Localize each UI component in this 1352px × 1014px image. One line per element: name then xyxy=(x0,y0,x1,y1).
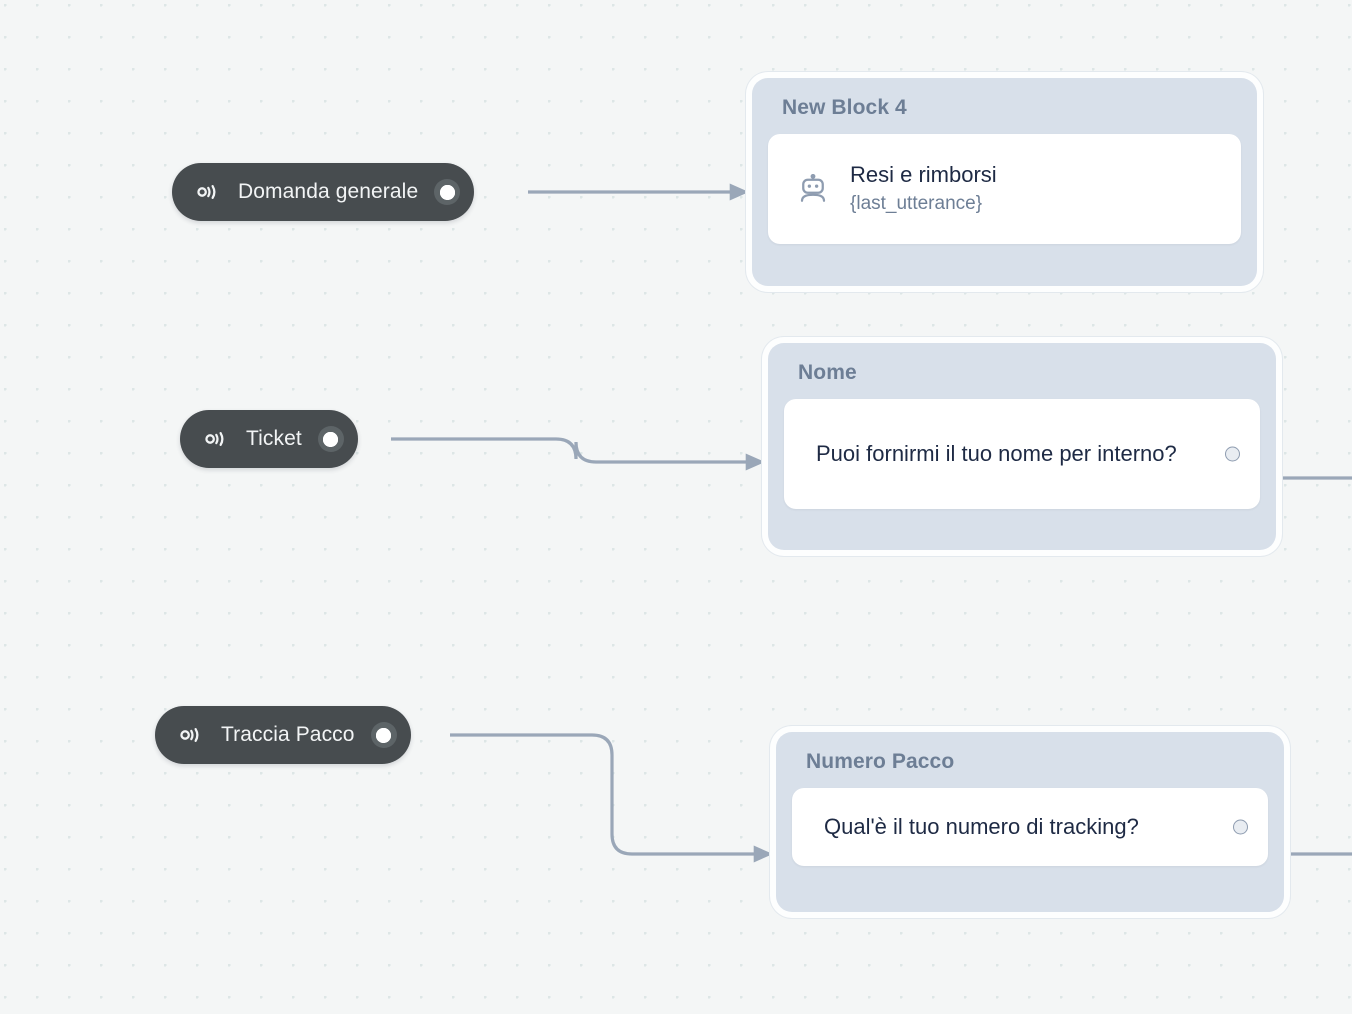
intent-wave-icon xyxy=(205,432,224,446)
card-output-port[interactable] xyxy=(1225,446,1240,462)
robot-icon xyxy=(800,174,826,202)
flow-block-new-block-4[interactable]: New Block 4 Resi e rimborsi {last_uttera… xyxy=(752,78,1257,286)
intent-wave-icon xyxy=(180,728,199,742)
card-title: Resi e rimborsi xyxy=(850,161,997,187)
output-port[interactable] xyxy=(434,179,461,205)
flow-block-nome[interactable]: Nome Puoi fornirmi il tuo nome per inter… xyxy=(768,343,1276,550)
output-port[interactable] xyxy=(370,722,397,748)
intent-node-traccia-pacco[interactable]: Traccia Pacco xyxy=(155,706,411,764)
intent-label: Ticket xyxy=(246,427,302,450)
block-card-message[interactable]: Puoi fornirmi il tuo nome per interno? xyxy=(784,399,1260,509)
card-message-text: Qual'è il tuo numero di tracking? xyxy=(824,814,1139,840)
block-card-message[interactable]: Resi e rimborsi {last_utterance} xyxy=(768,134,1241,244)
card-subtitle: {last_utterance} xyxy=(850,193,983,215)
wire-traccia-to-numero xyxy=(450,733,773,863)
output-port[interactable] xyxy=(317,426,344,452)
card-output-port[interactable] xyxy=(1233,819,1248,835)
flow-block-numero-pacco[interactable]: Numero Pacco Qual'è il tuo numero di tra… xyxy=(776,732,1284,912)
intent-node-ticket[interactable]: Ticket xyxy=(180,410,358,468)
card-message-text: Puoi fornirmi il tuo nome per interno? xyxy=(816,441,1177,467)
block-title: Nome xyxy=(798,361,857,384)
intent-label: Domanda generale xyxy=(238,180,419,203)
intent-node-domanda-generale[interactable]: Domanda generale xyxy=(172,163,475,221)
intent-label: Traccia Pacco xyxy=(221,723,355,746)
block-card-message[interactable]: Qual'è il tuo numero di tracking? xyxy=(792,788,1268,866)
block-title: Numero Pacco xyxy=(806,750,955,773)
block-title: New Block 4 xyxy=(782,96,907,119)
intent-wave-icon xyxy=(197,185,216,199)
wire-ticket-to-nome xyxy=(391,437,765,471)
